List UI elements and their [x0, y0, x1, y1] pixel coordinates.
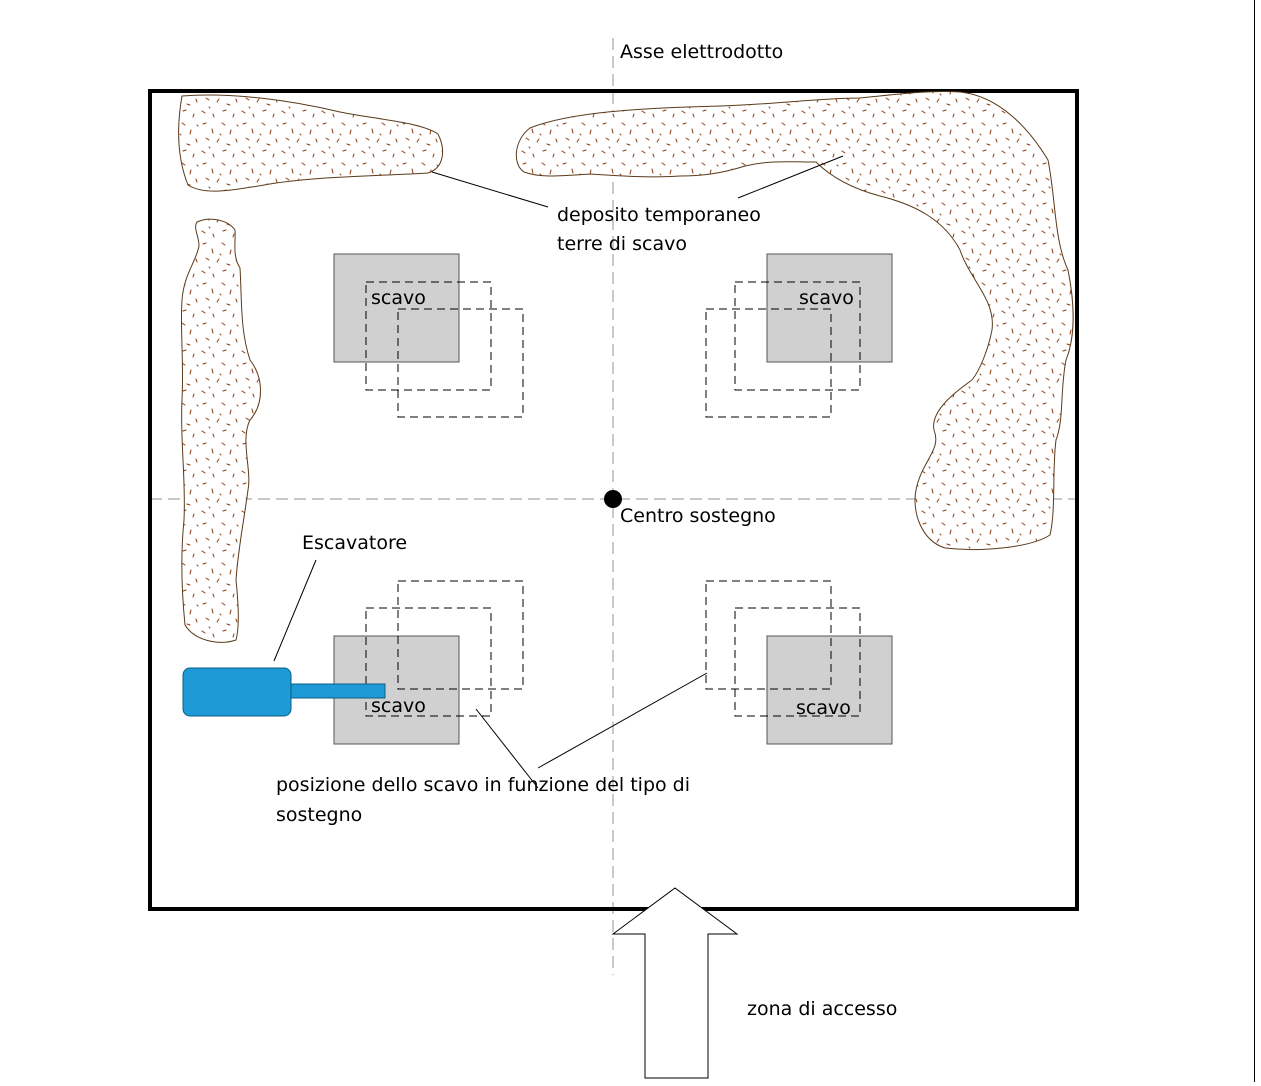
excavator-icon: [182, 667, 386, 717]
label-centro-sostegno: Centro sostegno: [620, 505, 776, 527]
soil-deposit-top-left: [178, 94, 444, 192]
label-zona-accesso: zona di accesso: [747, 998, 897, 1020]
soil-deposit-left: [180, 218, 261, 643]
label-escavatore: Escavatore: [302, 532, 407, 554]
leader-escavatore: [273, 559, 317, 662]
leader-posizione-right: [537, 672, 708, 769]
excavation-top-right: [766, 253, 893, 363]
label-posizione-1: posizione dello scavo in funzione del ti…: [276, 774, 690, 796]
site-boundary: [148, 89, 1079, 911]
leader-deposit-left: [431, 171, 549, 208]
label-asse: Asse elettrodotto: [620, 41, 783, 63]
label-scavo-bottom-left: scavo: [371, 695, 426, 717]
label-posizione-2: sostegno: [276, 804, 362, 826]
access-arrow-icon: [611, 887, 739, 1079]
label-deposito-2: terre di scavo: [557, 233, 687, 255]
excavator-body: [182, 667, 292, 717]
excavation-bottom-right: [766, 635, 893, 745]
label-scavo-top-left: scavo: [371, 287, 426, 309]
label-scavo-top-right: scavo: [799, 287, 854, 309]
excavation-top-left: [333, 253, 460, 363]
leader-posizione-left: [475, 708, 539, 789]
label-scavo-bottom-right: scavo: [796, 697, 851, 719]
excavator-arm: [290, 683, 386, 699]
support-center-point: [604, 490, 622, 508]
page-right-edge: [1254, 0, 1255, 1082]
leader-deposit-right: [737, 155, 844, 199]
soil-deposit-top-right: [515, 90, 1074, 550]
label-deposito-1: deposito temporaneo: [557, 204, 761, 226]
